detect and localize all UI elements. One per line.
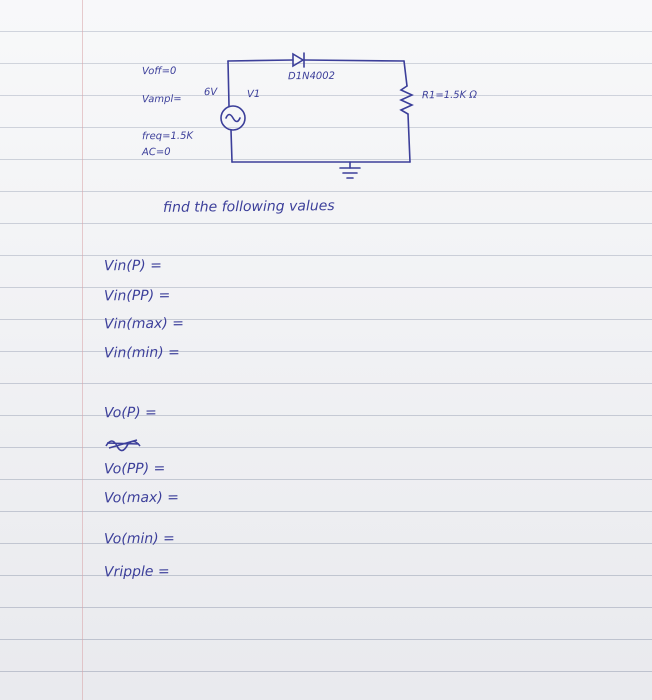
question-vripple: Vripple = <box>103 563 170 581</box>
question-vo-p: Vo(P) = <box>103 404 157 422</box>
vampl-label: Vampl= <box>141 93 182 106</box>
diode-triangle <box>292 52 305 68</box>
left-wire-top <box>227 60 230 107</box>
instruction-text: find the following values <box>162 198 335 216</box>
vampl-value: 6V <box>203 86 218 99</box>
top-wire <box>227 59 294 62</box>
question-vo-min: Vo(min) = <box>103 530 175 548</box>
ac-source-wave <box>225 113 241 123</box>
question-vin-p: Vin(P) = <box>103 257 162 275</box>
question-vin-min: Vin(min) = <box>103 344 180 362</box>
source-name: V1 <box>246 88 261 101</box>
right-wire-top <box>403 60 408 87</box>
right-wire-bottom <box>407 113 411 163</box>
scribble-mark <box>105 439 141 452</box>
left-wire-bottom <box>230 129 233 163</box>
question-vin-max: Vin(max) = <box>103 315 185 333</box>
diode-label: D1N4002 <box>287 70 336 83</box>
ac-source <box>220 105 246 131</box>
voff-label: Voff=0 <box>141 65 177 78</box>
question-vin-pp: Vin(PP) = <box>103 287 171 305</box>
margin-line <box>82 0 83 700</box>
ac-label: AC=0 <box>141 146 171 159</box>
top-wire-right <box>303 59 405 62</box>
question-vo-max: Vo(max) = <box>103 489 180 507</box>
freq-label: freq=1.5K <box>141 130 194 143</box>
resistor-label: R1=1.5K Ω <box>421 89 478 102</box>
question-vo-pp: Vo(PP) = <box>103 460 166 478</box>
resistor-zigzag <box>399 85 414 115</box>
